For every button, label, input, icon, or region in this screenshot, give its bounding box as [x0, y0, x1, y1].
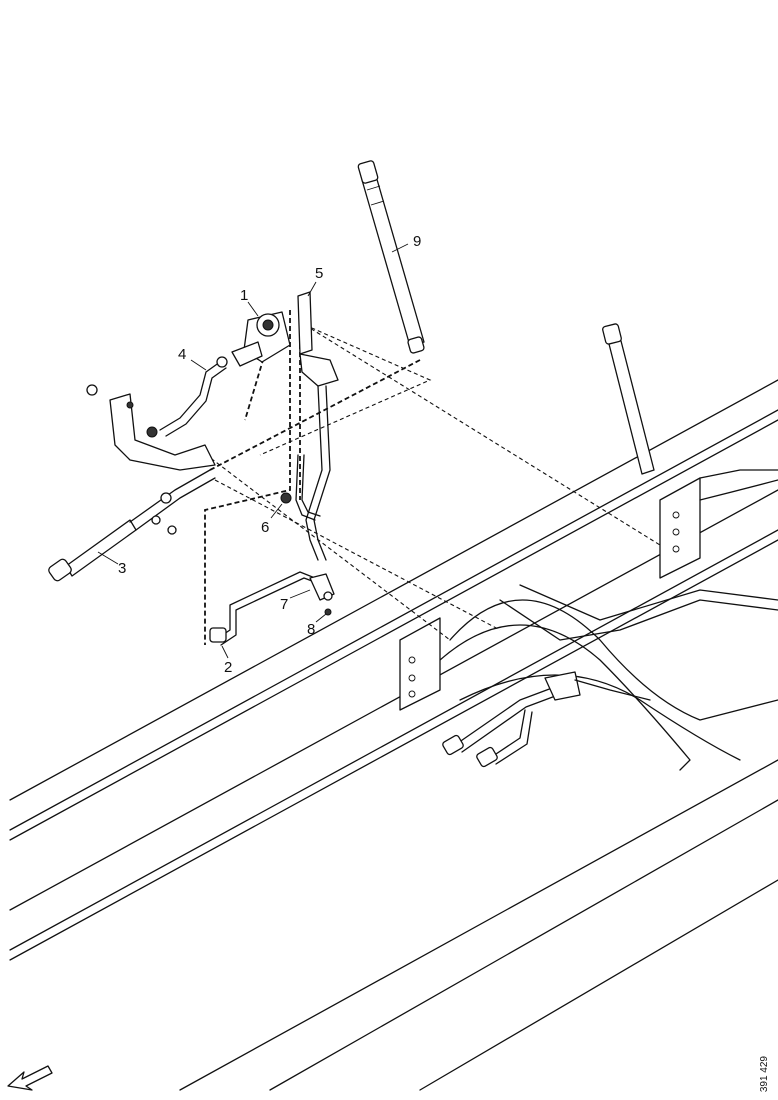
- front-arrow-icon: [7, 1065, 53, 1091]
- tube-part-2-assembly: [209, 454, 335, 646]
- leader-lines: [97, 243, 409, 659]
- rod-part-9: [357, 160, 425, 354]
- callout-9: 9: [413, 233, 421, 250]
- valve-part-1: [231, 311, 291, 367]
- callout-4: 4: [178, 346, 186, 363]
- bracket-left: [86, 384, 216, 471]
- rod-right: [602, 323, 655, 475]
- callout-6: 6: [261, 519, 269, 536]
- hose-part-3: [48, 469, 216, 582]
- reference-number: 391 429: [759, 1055, 770, 1092]
- hose-fittings-lower: [442, 671, 651, 768]
- callout-8: 8: [307, 621, 315, 638]
- callout-2: 2: [224, 659, 232, 676]
- callout-1: 1: [240, 287, 248, 304]
- chassis-frame: [9, 379, 778, 1091]
- tube-part-4: [159, 356, 228, 437]
- bracket-part-5: [297, 291, 339, 561]
- assembly-guide-lines: [199, 310, 661, 645]
- callout-5: 5: [315, 265, 323, 282]
- callout-labels: 1 2 3 4 5 6 7 8 9: [118, 233, 421, 676]
- callout-7: 7: [280, 596, 288, 613]
- callout-3: 3: [118, 560, 126, 577]
